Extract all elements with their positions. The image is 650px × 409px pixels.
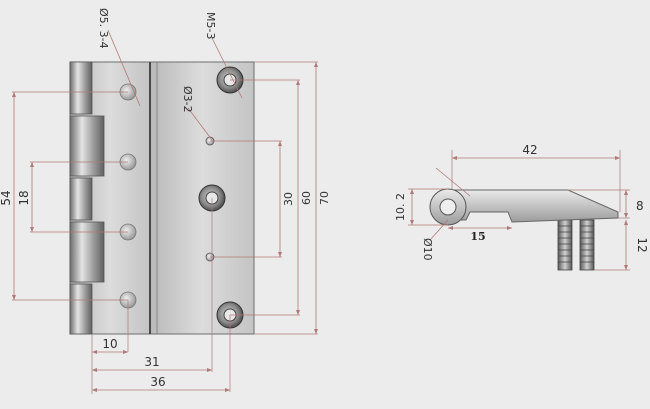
knuckle-3 [69,177,93,221]
front-dimensions [12,29,318,394]
dim-10: 10 [102,337,117,351]
callout-hole-large: Ø5. 3-4 [97,8,110,49]
dim-31: 31 [144,355,159,369]
dim-36: 36 [150,375,165,389]
dim-8: 8 [636,199,644,213]
callout-thread: M5-3 [204,12,217,39]
dim-15: 15 [470,230,485,243]
knuckle-1 [69,61,93,115]
dim-60: 60 [300,191,313,205]
hinge-front-view [69,61,255,335]
side-dimensions [408,150,630,271]
dim-12: 12 [635,237,649,252]
callout-hole-small: Ø3-2 [181,86,194,113]
stud-right [579,219,595,271]
dim-18: 18 [17,190,31,205]
knuckle-2 [69,115,105,177]
hinge-side-view [429,188,619,271]
dim-42: 42 [522,143,537,157]
dim-70: 70 [318,191,331,205]
dim-10-2: 10. 2 [394,193,407,221]
dim-dia-10: Ø10 [421,238,434,261]
dim-54: 54 [0,190,13,205]
side-leaf-profile [451,189,619,223]
knuckle-5 [69,283,93,335]
stud-left [557,219,573,271]
dim-30: 30 [282,192,295,206]
knuckle-4 [69,221,105,283]
